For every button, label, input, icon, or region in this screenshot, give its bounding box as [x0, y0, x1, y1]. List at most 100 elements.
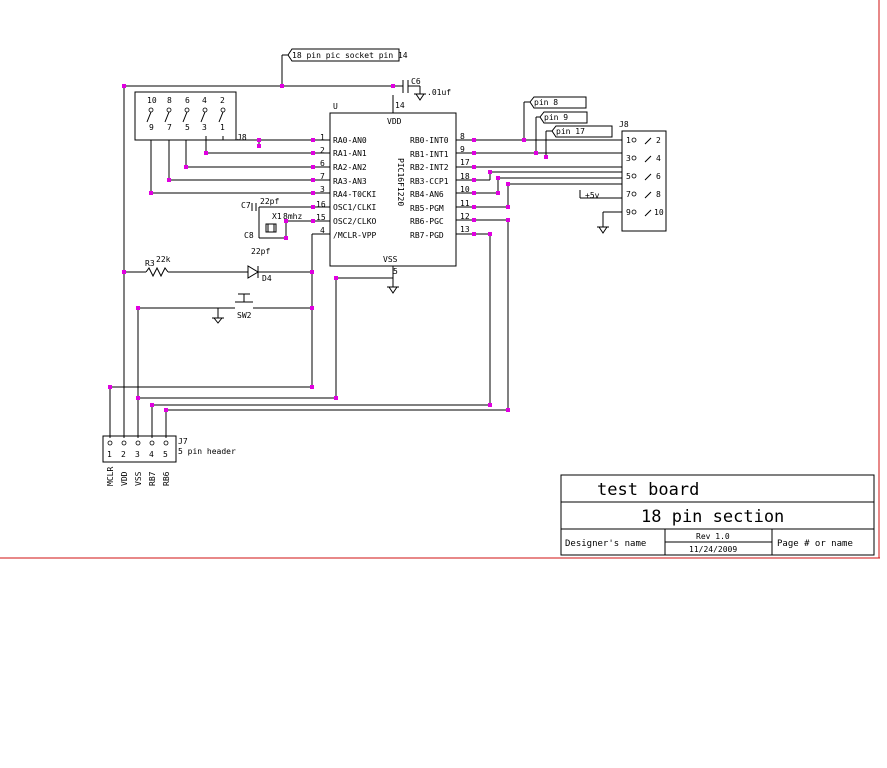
pin-num: 8: [460, 132, 465, 141]
net-flags: 18 pin pic socket pin 14 pin 8 pin 9 pin…: [287, 48, 613, 138]
chip-vss-label: VSS: [383, 255, 398, 264]
pin9-flag-label: pin 9: [544, 113, 568, 122]
j7-signal: MCLR: [106, 467, 115, 486]
title-block-page: Page # or name: [777, 539, 853, 549]
pin17-flag-shape: [551, 125, 613, 138]
title-block-title: test board: [597, 480, 699, 500]
chip-left-pins: 1 RA0-AN0 2 RA1-AN1 6 RA2-AN2 7 RA3-AN3 …: [316, 133, 377, 240]
pin-num: 15: [316, 213, 326, 222]
pin17-flag-label: pin 17: [556, 127, 585, 136]
pin-name: RA3-AN3: [333, 177, 367, 186]
pin-label: 5: [163, 450, 168, 459]
pin-label: 6: [185, 96, 190, 105]
pin9-flag-shape: [539, 111, 588, 124]
pin-name: RB7-PGD: [410, 231, 444, 240]
xtal-ref: X1: [272, 212, 282, 221]
pin-name: RB0-INT0: [410, 136, 449, 145]
pin-label: 6: [656, 172, 661, 181]
wires: [109, 54, 622, 438]
pin-name: RB3-CCP1: [410, 177, 449, 186]
pin-num: 7: [320, 172, 325, 181]
pin-name: RA0-AN0: [333, 136, 367, 145]
pin-num: 10: [460, 185, 470, 194]
chip-vdd-label: VDD: [387, 117, 402, 126]
d4-ref: D4: [262, 274, 272, 283]
pin-num: 2: [320, 146, 325, 155]
plus5-label: +5v: [585, 191, 600, 200]
r3-value: 22k: [156, 255, 171, 264]
j8-left-header: J8 10 8 6 4 2 9 7 5 3 1: [134, 91, 247, 142]
pin-num: 3: [320, 185, 325, 194]
pin-label: 8: [656, 190, 661, 199]
j7-signal: VSS: [134, 471, 143, 486]
pin8-flag-label: pin 8: [534, 98, 558, 107]
pin-label: 1: [626, 136, 631, 145]
pin-num: 18: [460, 172, 470, 181]
pin-label: 5: [185, 123, 190, 132]
j7-body: [102, 435, 177, 463]
j8-right-ref: J8: [619, 120, 629, 129]
pin-label: 2: [121, 450, 126, 459]
pin-name: RA1-AN1: [333, 149, 367, 158]
pin-num: 13: [460, 225, 470, 234]
c8-value: 22pf: [251, 247, 270, 256]
pin-num: 12: [460, 212, 470, 221]
pin-label: 4: [202, 96, 207, 105]
pin-num: 17: [460, 158, 470, 167]
pin-label: 1: [107, 450, 112, 459]
chip-vss-pin: 5: [393, 267, 398, 276]
title-block-subtitle: 18 pin section: [641, 507, 784, 527]
pin-label: 2: [220, 96, 225, 105]
pin-label: 9: [149, 123, 154, 132]
chip-vdd-pin: 14: [395, 101, 405, 110]
pin-label: 9: [626, 208, 631, 217]
component-labels: C6 .01uf C7 22pf C8 22pf X1 8mhz R3 22k …: [145, 77, 600, 320]
c6-ref: C6: [411, 77, 421, 86]
title-block-date: 11/24/2009: [689, 545, 737, 554]
pin-num: 9: [460, 145, 465, 154]
socket-flag-label: 18 pin pic socket pin 14: [292, 51, 408, 60]
pin-label: 3: [626, 154, 631, 163]
pin-label: 5: [626, 172, 631, 181]
j7-signal: RB6: [162, 471, 171, 486]
title-block-frame: [560, 474, 875, 556]
pin8-flag-shape: [529, 96, 587, 109]
pin-name: RA4-T0CKI: [333, 190, 377, 199]
pin-name: RA2-AN2: [333, 163, 367, 172]
pin-label: 4: [149, 450, 154, 459]
j7-ref: J7: [178, 437, 188, 446]
pin-name: /MCLR-VPP: [333, 231, 377, 240]
chip-part-name: PIC16F1220: [396, 158, 405, 206]
pin-num: 1: [320, 133, 325, 142]
j8-right-body: [621, 130, 667, 232]
pin-name: RB1-INT1: [410, 150, 449, 159]
pin-label: 10: [147, 96, 157, 105]
pin-label: 7: [167, 123, 172, 132]
pin-label: 4: [656, 154, 661, 163]
chip-right-pins: RB0-INT0 8 RB1-INT1 9 RB2-INT2 17 RB3-CC…: [410, 132, 470, 240]
pin-name: RB5-PGM: [410, 204, 444, 213]
c7-value: 22pf: [260, 197, 279, 206]
c8-ref: C8: [244, 231, 254, 240]
pin-label: 7: [626, 190, 631, 199]
junctions: [108, 84, 548, 412]
j8-left-ref: J8: [237, 133, 247, 142]
title-block: test board 18 pin section Designer's nam…: [560, 474, 875, 556]
c7-ref: C7: [241, 201, 251, 210]
r3-ref: R3: [145, 259, 155, 268]
pin-label: 1: [220, 123, 225, 132]
pin-name: RB2-INT2: [410, 163, 449, 172]
title-block-designer: Designer's name: [565, 539, 646, 549]
socket-flag-shape: [287, 48, 400, 62]
chip-ref: U: [333, 102, 338, 111]
pin-num: 4: [320, 226, 325, 235]
j8-right-header: J8 1 2 3 4 5 6 7 8 9 10: [619, 120, 667, 232]
pin-label: 3: [135, 450, 140, 459]
c6-value: .01uf: [427, 88, 451, 97]
pin-num: 11: [460, 199, 470, 208]
pin-num: 6: [320, 159, 325, 168]
pin-num: 16: [316, 200, 326, 209]
pin-name: RB4-AN6: [410, 190, 444, 199]
pin-label: 8: [167, 96, 172, 105]
